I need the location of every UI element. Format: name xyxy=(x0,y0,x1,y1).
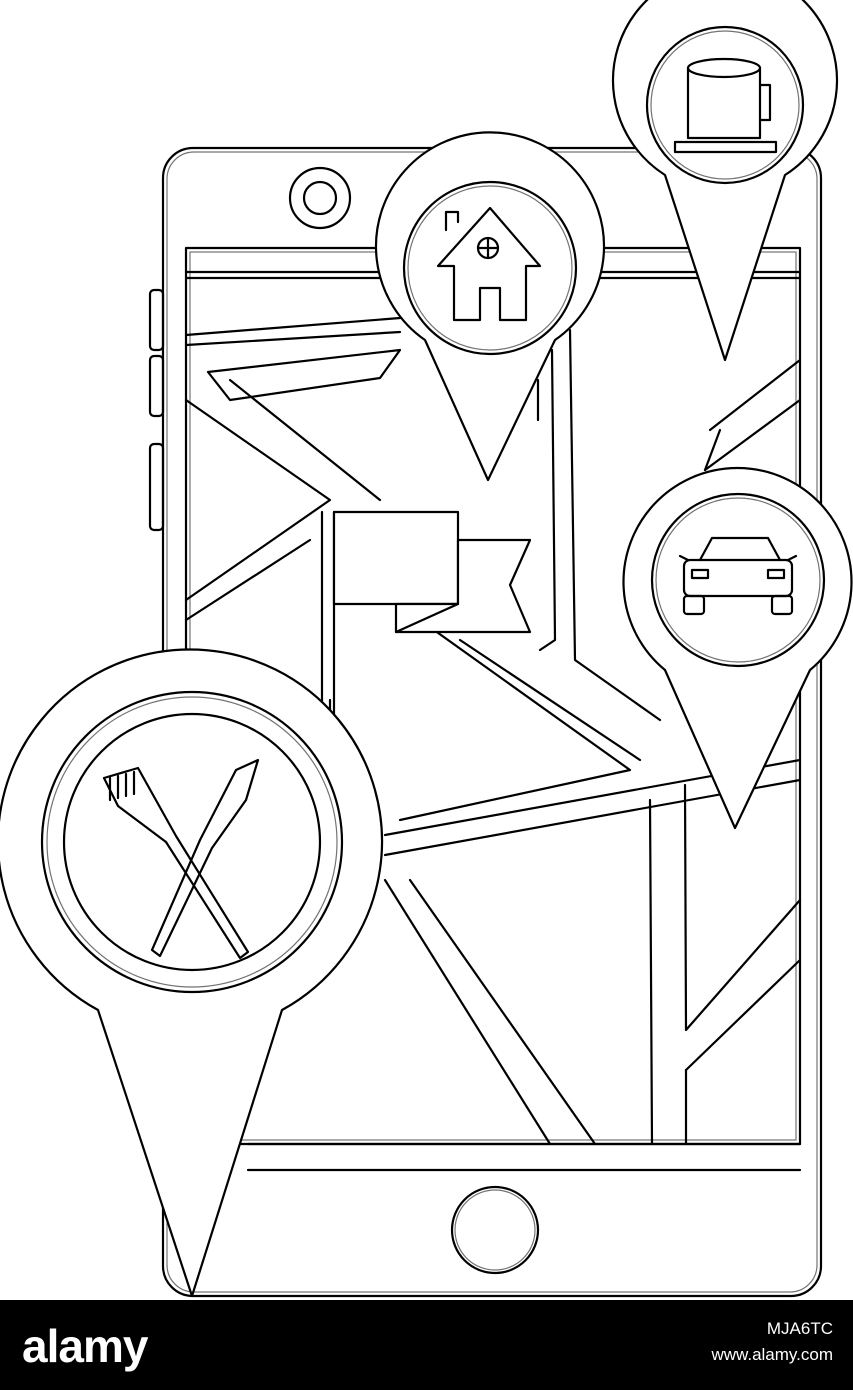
gas-station-pin xyxy=(611,0,839,362)
power-button xyxy=(148,442,165,532)
restaurant-pin xyxy=(0,648,384,1298)
volume-down-button xyxy=(148,354,165,418)
home-button xyxy=(450,1185,540,1275)
car-icon xyxy=(678,536,798,616)
watermark-info: MJA6TC www.alamy.com xyxy=(711,1316,833,1368)
house-icon xyxy=(436,206,542,322)
alamy-logo: alamy xyxy=(22,1320,148,1372)
smartphone-map-illustration xyxy=(0,0,853,1298)
image-id: MJA6TC xyxy=(766,1319,833,1338)
watermark-bar: alamy MJA6TC www.alamy.com xyxy=(0,1300,853,1390)
fuel-pump-icon xyxy=(673,57,778,154)
fork-knife-icon xyxy=(102,758,260,960)
camera-icon xyxy=(288,166,352,230)
volume-up-button xyxy=(148,288,165,352)
watermark-url: www.alamy.com xyxy=(711,1345,833,1364)
car-pin xyxy=(622,467,853,830)
home-pin xyxy=(374,131,606,482)
flag-icon xyxy=(320,510,532,722)
